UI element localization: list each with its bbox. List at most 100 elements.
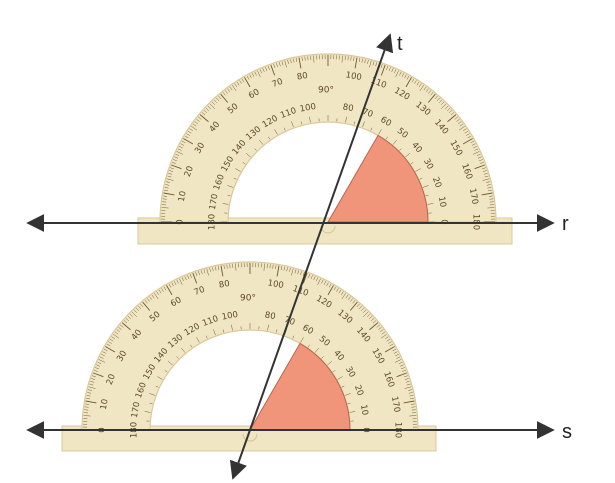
scale-tick [488, 195, 493, 197]
scale-tick [187, 130, 192, 134]
scale-tick [427, 93, 436, 103]
scale-tick [88, 386, 96, 389]
scale-tick [404, 74, 407, 79]
scale-tick [486, 181, 491, 183]
scale-tick [220, 265, 224, 277]
scale-tick [189, 128, 194, 132]
scale-tick [406, 75, 410, 80]
scale-tick [105, 346, 116, 353]
inner-tick [425, 194, 429, 197]
scale-tick [154, 293, 159, 300]
scale-tick [473, 145, 477, 149]
scale-tick [163, 195, 168, 197]
scale-tick [399, 71, 402, 76]
scale-tick [481, 192, 493, 196]
scale-tick [206, 268, 209, 276]
scale-tick [482, 170, 487, 172]
scale-tick [168, 172, 173, 175]
scale-tick [86, 395, 91, 397]
inner-tick [190, 344, 193, 348]
scale-tick [168, 283, 172, 288]
scale-tick [164, 189, 169, 192]
scale-tick [96, 364, 101, 367]
scale-tick [394, 69, 397, 74]
scale-tick [97, 361, 102, 364]
scale-tick [408, 392, 413, 394]
scale-tick [179, 278, 183, 286]
scale-tick [423, 86, 427, 91]
scale-tick [203, 269, 206, 274]
scale-tick [441, 101, 445, 105]
scale-tick [133, 309, 137, 313]
scale-tick [408, 389, 413, 391]
scale-tick [448, 110, 453, 114]
inner-tick [149, 402, 153, 405]
scale-tick [189, 274, 192, 278]
scale-tick [125, 318, 130, 322]
scale-tick [113, 334, 120, 339]
inner-scale-number: 170 [130, 401, 143, 419]
scale-tick [163, 286, 167, 291]
scale-tick [127, 315, 131, 320]
scale-tick [171, 282, 174, 287]
scale-tick [445, 105, 449, 109]
scale-tick [416, 81, 420, 86]
scale-tick [99, 356, 104, 359]
scale-tick [410, 403, 415, 405]
scale-tick [163, 192, 175, 196]
inner-tick [422, 185, 429, 188]
scale-tick [404, 375, 408, 378]
inner-tick [405, 153, 411, 158]
scale-tick [466, 133, 470, 136]
scale-tick [108, 341, 112, 344]
scale-tick [489, 198, 494, 200]
scale-tick [480, 161, 484, 164]
scale-tick [456, 118, 460, 122]
scale-tick [409, 397, 414, 400]
scale-tick [205, 107, 209, 112]
scale-tick [458, 126, 465, 131]
scale-tick [172, 161, 176, 164]
scale-tick [396, 356, 401, 359]
outer-scale-number: 30 [193, 141, 207, 155]
inner-scale-number: 80 [264, 310, 276, 322]
inner-tick [205, 335, 208, 339]
scale-tick [177, 148, 182, 151]
scale-tick [170, 167, 174, 170]
scale-tick [149, 296, 153, 300]
inner-scale-number: 10 [358, 404, 370, 416]
scale-tick [462, 138, 473, 145]
scale-tick [487, 187, 492, 189]
scale-tick [101, 353, 105, 357]
scale-tick [402, 369, 406, 372]
scale-tick [173, 281, 177, 285]
scale-tick [209, 267, 211, 272]
scale-tick [165, 184, 170, 186]
scale-tick [215, 266, 217, 271]
inner-scale-number: 20 [430, 176, 443, 190]
scale-tick [218, 95, 222, 100]
degree-label: 90° [318, 86, 334, 96]
scale-tick [464, 130, 469, 134]
scale-tick [181, 277, 184, 282]
scale-tick [414, 80, 417, 84]
scale-tick [129, 313, 133, 317]
scale-tick [170, 164, 182, 170]
protractor-lower: 0180101702016030150401405013060120701108… [61, 261, 437, 452]
scale-tick [118, 326, 122, 330]
outer-scale-number: 80 [218, 279, 230, 291]
scale-tick [194, 121, 198, 125]
scale-tick [392, 348, 397, 352]
scale-tick [158, 289, 162, 294]
scale-tick [474, 148, 479, 151]
scale-tick [131, 311, 138, 318]
scale-tick [216, 97, 220, 102]
scale-tick [454, 116, 458, 120]
inner-scale-number: 170 [208, 193, 221, 211]
scale-tick [166, 178, 174, 181]
scale-tick [212, 267, 214, 272]
scale-tick [393, 351, 398, 354]
scale-tick [430, 92, 434, 96]
scale-tick [211, 101, 215, 105]
inner-tick [167, 361, 173, 366]
